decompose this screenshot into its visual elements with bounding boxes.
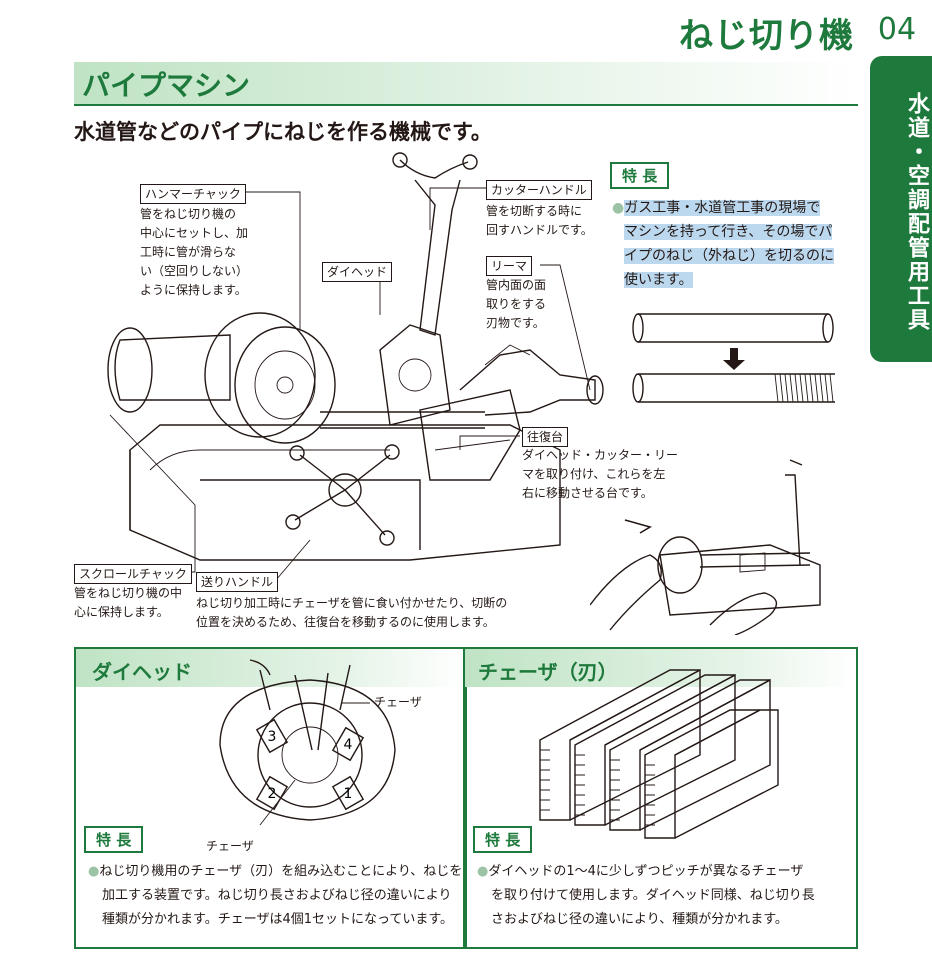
die-head-feature-text: ●ねじ切り機用のチェーザ（刃）を組み込むことにより、ねじを 加工する装置です。ね…	[88, 860, 462, 932]
desc-line: 取りをする	[486, 297, 547, 311]
label-carriage: 往復台	[522, 427, 569, 447]
desc-hammer-chuck: 管をねじ切り機の 中心にセットし、加 工時に管が滑らな い（空回りしない） よう…	[140, 205, 248, 300]
desc-line: 管をねじ切り機の中	[74, 586, 183, 600]
label-hammer-chuck: ハンマーチャック	[140, 184, 246, 204]
bullet-icon: ●	[88, 864, 100, 879]
lead-text: 水道管などのパイプにねじを作る機械です。	[74, 120, 492, 144]
label-reamer: リーマ	[486, 256, 533, 276]
desc-line: 心に保持します。	[74, 605, 169, 619]
feature-line: ねじ切り機用のチェーザ（刃）を組み込むことにより、ねじを	[99, 864, 463, 879]
desc-line: ねじ切り加工時にチェーザを管に食い付かせたり、切断の	[196, 596, 508, 610]
arrow-down-icon	[723, 348, 745, 370]
chapter-number: 04	[877, 12, 917, 47]
arrow-right-icon	[624, 519, 653, 534]
desc-line: ダイヘッド・カッター・リー	[522, 448, 679, 462]
feature-line: 使います。	[624, 272, 693, 288]
desc-line: 管をねじ切り機の	[140, 207, 237, 221]
desc-scroll-chuck: 管をねじ切り機の中 心に保持します。	[74, 584, 182, 622]
panel-chaser-title: チェーザ（刃）	[478, 660, 618, 684]
desc-line: 管内面の面	[486, 278, 547, 292]
desc-line: い（空回りしない）	[140, 264, 249, 278]
desc-line: 位置を決めるため、往復台を移動するのに使用します。	[196, 615, 495, 629]
chaser-illustration	[539, 668, 779, 839]
chapter-side-tab: 水道・空調配管用工具	[870, 56, 932, 362]
feature-text: ●ガス工事・水道管工事の現場で マシンを持って行き、その場でパ イプのねじ（外ね…	[612, 196, 834, 292]
panel-chaser	[463, 647, 858, 949]
operation-illustration	[590, 459, 821, 635]
desc-line: 工時に管が滑らな	[140, 245, 237, 259]
panel-die-head-title: ダイヘッド	[92, 660, 192, 684]
pipe-machine-illustration	[107, 152, 604, 561]
chaser-number: 4	[344, 737, 353, 753]
desc-carriage: ダイヘッド・カッター・リー マを取り付け、これらを左 右に移動させる台です。	[522, 446, 678, 503]
chaser-number: 3	[268, 729, 277, 745]
panel-band	[76, 649, 465, 687]
section-title: パイプマシン	[82, 69, 251, 102]
feature-line: ガス工事・水道管工事の現場で	[624, 200, 821, 216]
bullet-icon: ●	[477, 864, 489, 879]
chaser-feature-text: ●ダイヘッドの1～4に少しずつピッチが異なるチェーザ を取り付けて使用します。ダ…	[477, 860, 815, 932]
chaser-feature-label: 特 長	[473, 826, 533, 853]
desc-reamer: 管内面の面 取りをする 刃物です。	[486, 276, 546, 333]
feature-line: 種類が分かれます。チェーザは4個1セットになっています。	[102, 912, 454, 927]
desc-line: マを取り付け、これらを左	[522, 467, 666, 481]
panel-die-head	[74, 647, 467, 949]
pipe-threading-illustration	[632, 313, 835, 403]
feature-label: 特 長	[610, 162, 670, 189]
desc-line: 刃物です。	[486, 316, 545, 330]
label-die-head: ダイヘッド	[322, 262, 393, 282]
desc-cutter-handle: 管を切断する時に 回すハンドルです。	[486, 202, 593, 240]
chaser-number: 2	[268, 786, 277, 802]
panel-band	[465, 649, 856, 687]
label-cutter-handle: カッターハンドル	[486, 180, 592, 200]
label-feed-handle: 送りハンドル	[196, 572, 279, 592]
feature-line: を取り付けて使用します。ダイヘッド同様、ねじ切り長	[491, 888, 815, 903]
desc-line: 管を切断する時に	[486, 204, 583, 218]
desc-line: 右に移動させる台です。	[522, 486, 653, 500]
feature-line: イプのねじ（外ねじ）を切るのに	[624, 248, 834, 264]
die-head-illustration: 3 4 2 1	[219, 659, 396, 826]
desc-line: ように保持します。	[140, 283, 247, 297]
bullet-icon: ●	[612, 200, 625, 216]
chaser-label-top: チェーザ	[374, 695, 422, 709]
page-title: ねじ切り機	[679, 16, 854, 56]
label-scroll-chuck: スクロールチャック	[74, 564, 192, 584]
feature-line: ダイヘッドの1～4に少しずつピッチが異なるチェーザ	[488, 864, 804, 879]
desc-line: 回すハンドルです。	[486, 223, 593, 237]
chaser-label-bottom: チェーザ	[206, 839, 254, 853]
chaser-number: 1	[344, 786, 353, 802]
die-head-feature-label: 特 長	[84, 826, 144, 853]
feature-line: さおよびねじ径の違いにより、種類が分かれます。	[491, 912, 788, 927]
section-band	[74, 62, 858, 106]
desc-feed-handle: ねじ切り加工時にチェーザを管に食い付かせたり、切断の 位置を決めるため、往復台を…	[196, 594, 507, 632]
side-tab-label: 水道・空調配管用工具	[904, 92, 929, 332]
feature-line: 加工する装置です。ねじ切り長さおよびねじ径の違いにより	[102, 888, 452, 903]
desc-line: 中心にセットし、加	[140, 226, 249, 240]
feature-line: マシンを持って行き、その場でパ	[624, 224, 833, 240]
